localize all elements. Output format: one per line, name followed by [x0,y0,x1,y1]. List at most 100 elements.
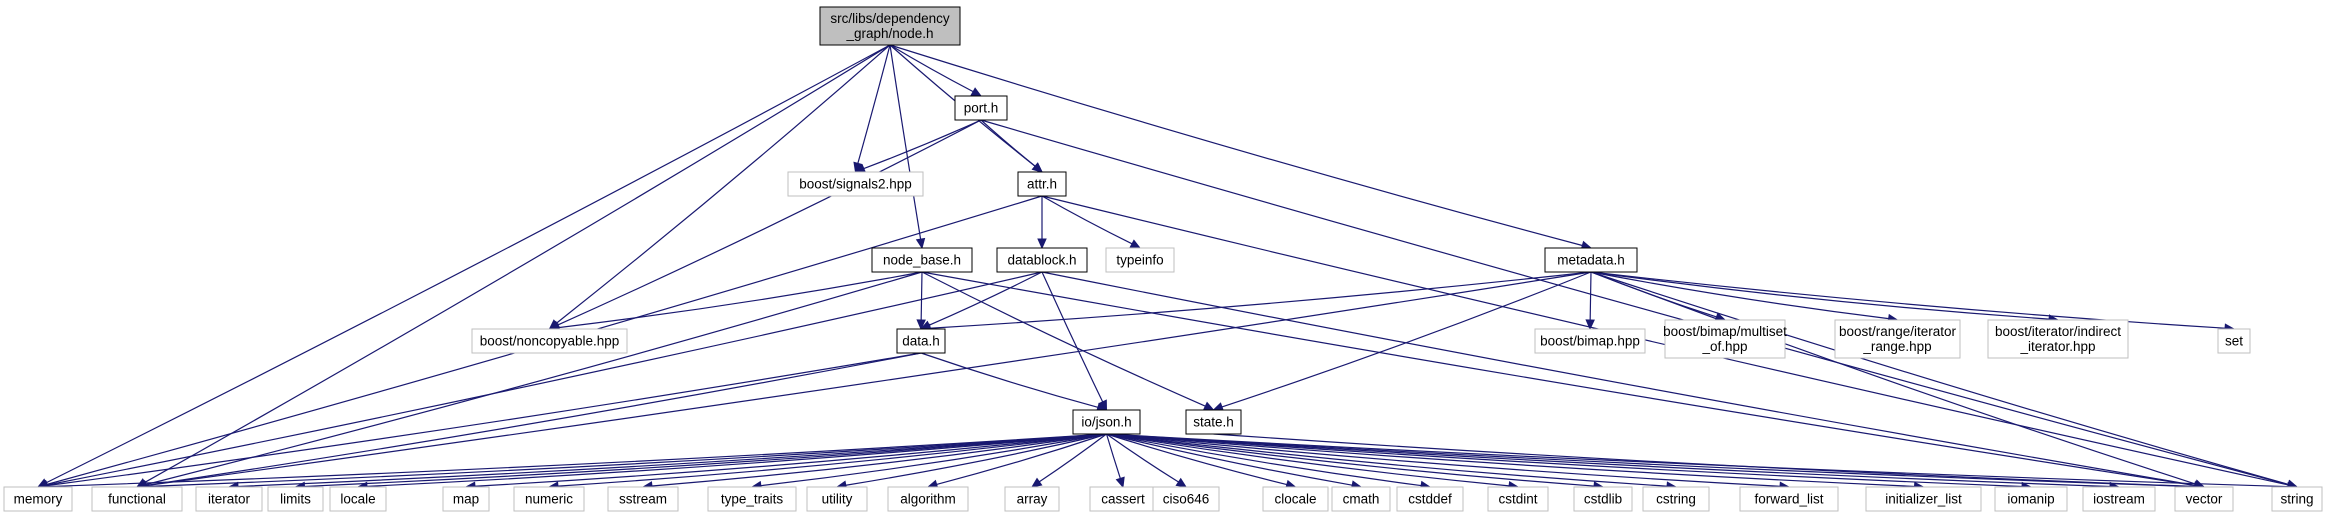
node-label: iostream [2093,492,2145,507]
node-box [1534,328,1646,354]
node-box [195,486,263,512]
node-box [1396,486,1464,512]
node-box [954,95,1008,121]
edge-node-h-to-memory [36,44,891,488]
node-label: forward_list [1754,492,1823,507]
node-algorithm: algorithm [887,486,969,512]
node-box [1642,486,1710,512]
node-box [887,486,969,512]
node-label: boost/noncopyable.hpp [480,334,620,349]
node-cassert: cassert [1089,486,1157,512]
node-box [806,486,868,512]
node-initializer-list: initializer_list [1865,486,1982,512]
node-box [787,171,924,197]
edge-node-base-h-to-boost-noncopyable [548,271,923,333]
edge-metadata-h-to-string [1590,271,2299,489]
edge-metadata-h-to-vector [1590,271,2206,489]
node-node-base-h[interactable]: node_base.h [871,247,973,273]
node-box [1664,319,1786,359]
node-box [1987,319,2129,359]
edge-json-h-to-array [1030,433,1107,488]
node-data-h[interactable]: data.h [896,328,946,354]
node-label: _iterator.hpp [2019,339,2095,354]
edge-json-h-to-cstddef [1106,433,1432,491]
node-box [2217,328,2251,354]
node-node-h[interactable]: src/libs/dependency_graph/node.h [819,6,961,46]
node-attr-h[interactable]: attr.h [1017,171,1067,197]
node-ciso646: ciso646 [1152,486,1220,512]
node-map: map [442,486,490,512]
node-label: map [453,492,479,507]
node-label: boost/iterator/indirect [1995,324,2121,339]
node-box [1544,247,1638,273]
node-array: array [1004,486,1060,512]
node-functional: functional [91,486,183,512]
node-label: attr.h [1027,177,1057,192]
edge-node-base-h-to-data-h [916,271,926,331]
node-iomanip: iomanip [1994,486,2068,512]
node-box [1105,247,1175,273]
node-box [329,486,387,512]
node-json-h[interactable]: io/json.h [1072,409,1141,435]
node-box [896,328,946,354]
node-port-h[interactable]: port.h [954,95,1008,121]
node-box [1994,486,2068,512]
node-box [607,486,679,512]
edge-node-base-h-to-state-h [921,271,1215,411]
node-label: boost/bimap/multiset [1663,324,1787,339]
node-label: _range.hpp [1862,339,1931,354]
node-label: set [2225,334,2243,349]
node-typeinfo: typeinfo [1105,247,1175,273]
node-label: algorithm [900,492,956,507]
node-box [1072,409,1141,435]
edge-metadata-h-to-functional [135,271,1592,491]
node-box [513,486,585,512]
node-type-traits: type_traits [707,486,797,512]
node-label: cstring [1656,492,1696,507]
node-memory: memory [3,486,73,512]
edge-metadata-h-to-boost-bimap [1585,271,1595,331]
edge-json-h-to-cassert [1105,433,1125,489]
node-box [1004,486,1060,512]
node-box [1865,486,1982,512]
node-box [2174,486,2234,512]
edge-node-h-to-node-base-h [889,44,926,250]
node-box [2082,486,2156,512]
edge-node-h-to-port-h [889,44,983,97]
node-box [996,247,1088,273]
node-box [1185,409,1242,435]
node-box [1834,319,1961,359]
node-boost-indirect-iterator: boost/iterator/indirect_iterator.hpp [1987,319,2129,359]
node-label: cmath [1343,492,1380,507]
node-label: locale [340,492,375,507]
node-box [819,6,961,46]
node-box [1331,486,1391,512]
node-label: functional [108,492,166,507]
edge-port-h-to-attr-h [980,119,1043,173]
node-label: boost/signals2.hpp [799,177,912,192]
node-label: initializer_list [1885,492,1962,507]
node-box [2271,486,2323,512]
node-label: _of.hpp [1701,339,1747,354]
node-vector: vector [2174,486,2234,512]
node-label: limits [280,492,311,507]
node-box [3,486,73,512]
node-label: cstdlib [1584,492,1622,507]
node-box [1262,486,1329,512]
edge-json-h-to-clocale [1106,433,1297,490]
node-label: data.h [902,334,940,349]
node-metadata-h[interactable]: metadata.h [1544,247,1638,273]
node-label: sstream [619,492,667,507]
node-datablock-h[interactable]: datablock.h [996,247,1088,273]
node-label: datablock.h [1007,253,1076,268]
node-label: clocale [1274,492,1316,507]
edge-metadata-h-to-boost-iterator-range [1590,271,1899,324]
node-locale: locale [329,486,387,512]
node-state-h[interactable]: state.h [1185,409,1242,435]
node-string: string [2271,486,2323,512]
graph-edges [36,44,2299,492]
node-label: type_traits [721,492,784,507]
node-label: cassert [1101,492,1145,507]
node-limits: limits [267,486,324,512]
